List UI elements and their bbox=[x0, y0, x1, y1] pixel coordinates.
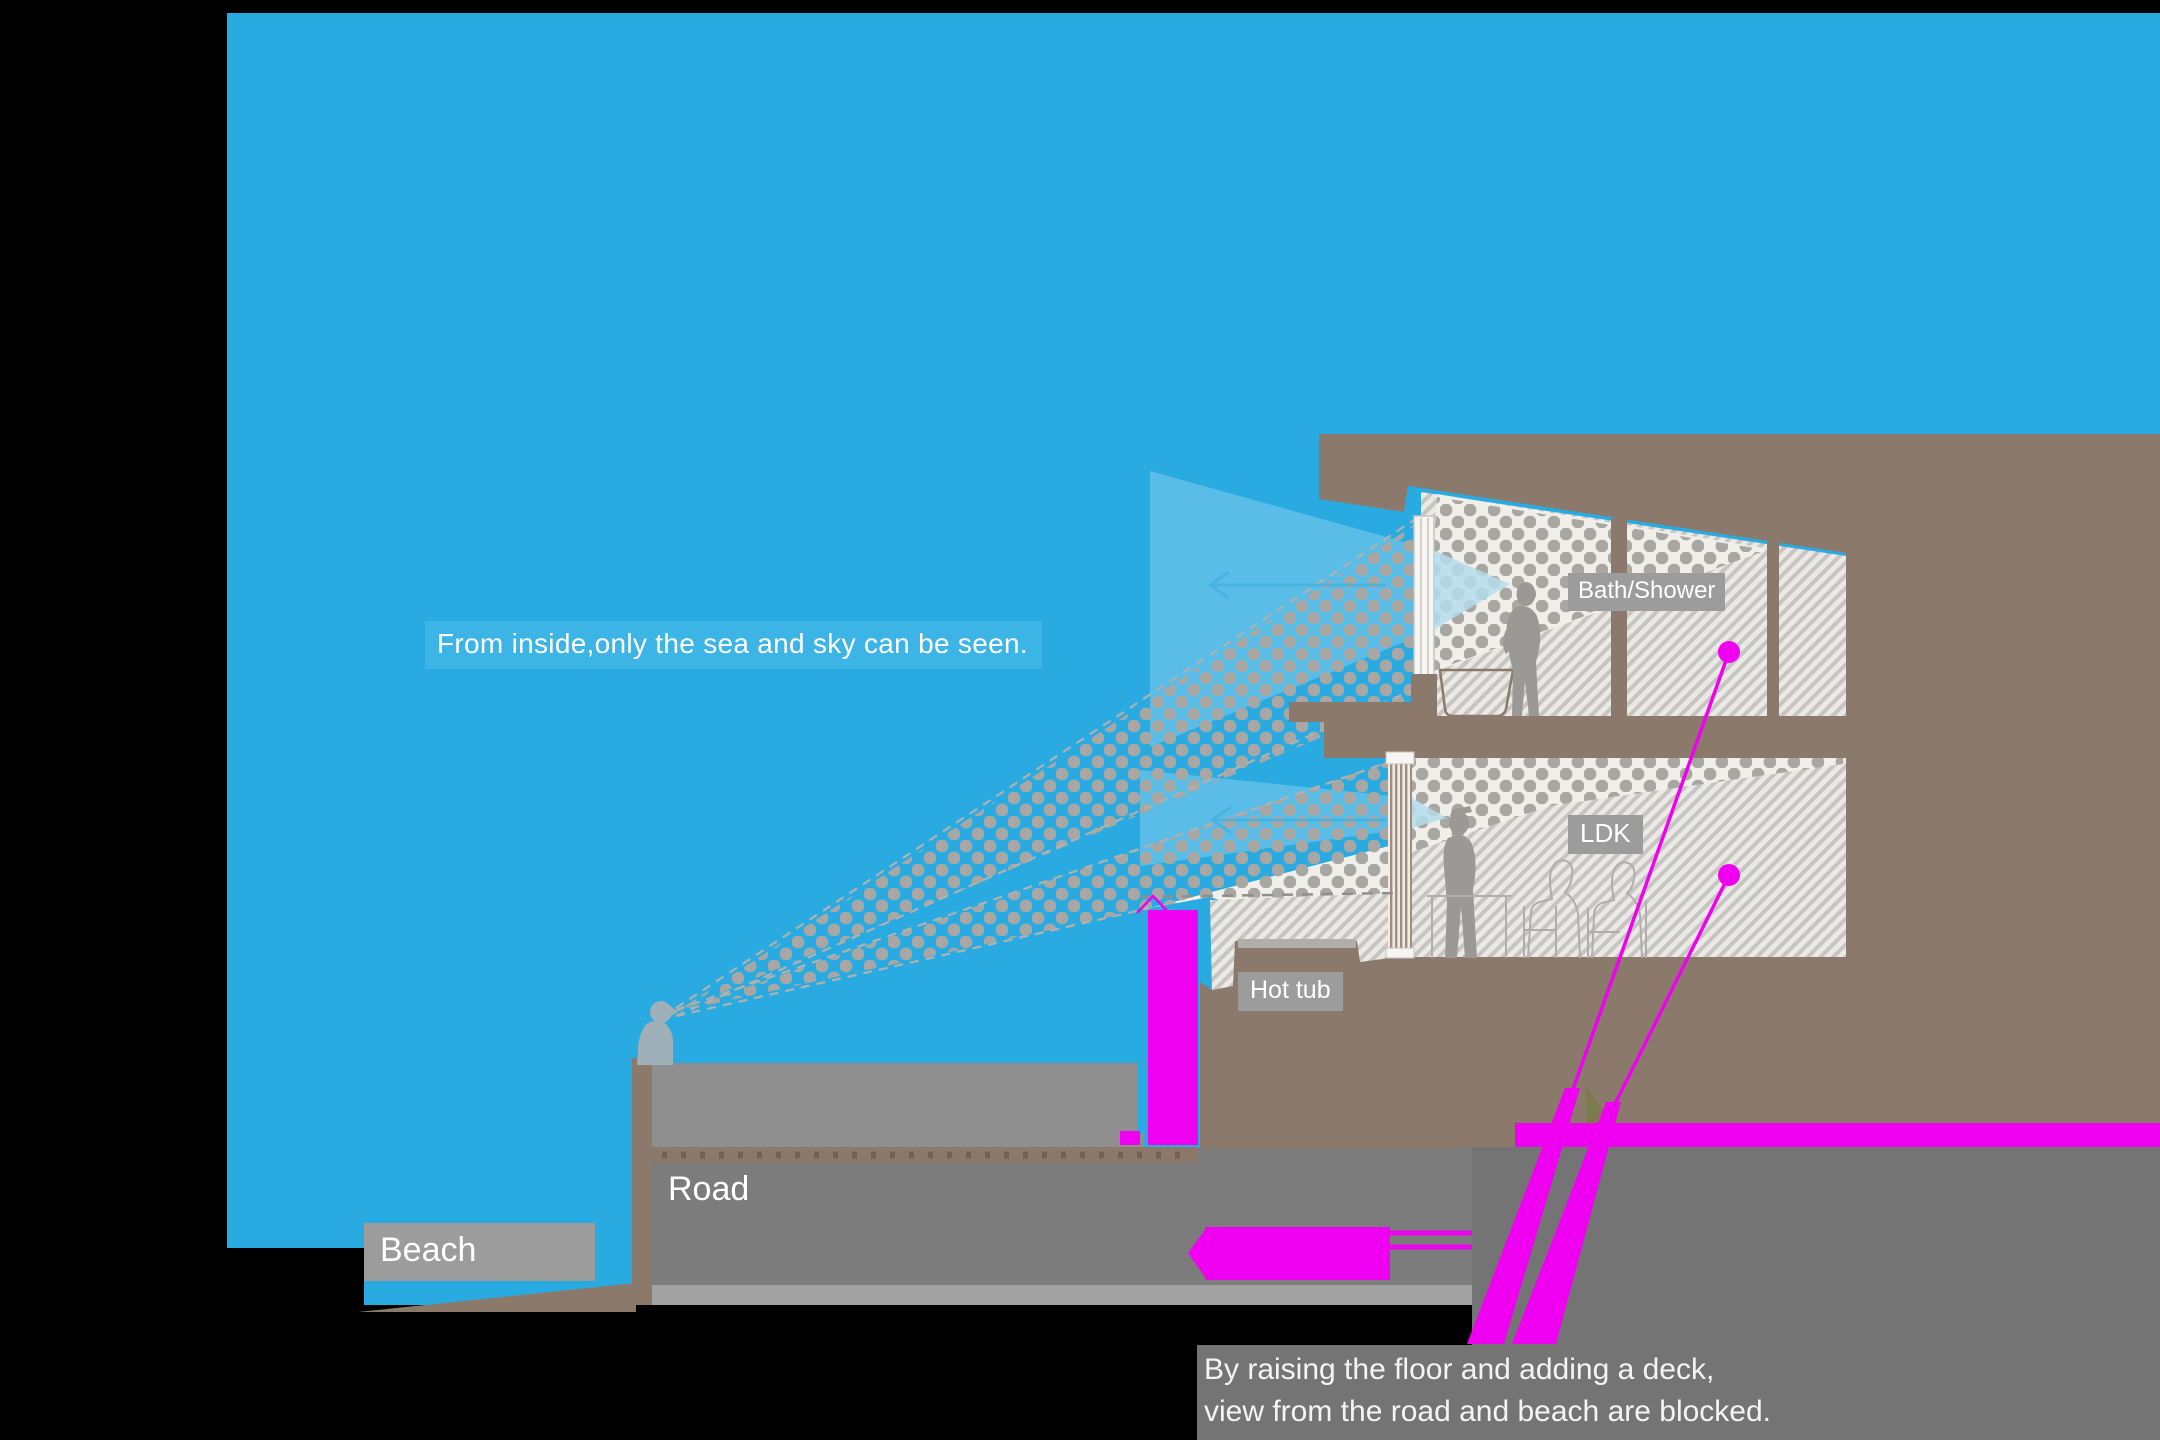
leader-dot-lower bbox=[1718, 864, 1740, 886]
lower-view-arrow-icon bbox=[1211, 805, 1386, 835]
ldk-window-louver bbox=[1385, 751, 1415, 959]
leader-lines bbox=[1467, 641, 1740, 1344]
bath-window bbox=[1411, 515, 1437, 718]
deck-screen-wall bbox=[1148, 910, 1198, 1145]
road-embankment bbox=[652, 1163, 1197, 1285]
road-person bbox=[637, 1001, 678, 1065]
deck-screen-foot bbox=[1120, 1131, 1140, 1145]
deck-screen-tip bbox=[1136, 894, 1170, 914]
deck-screen-glass bbox=[1137, 913, 1148, 1133]
bath-mullion-2 bbox=[1767, 528, 1779, 718]
upper-sight-cone bbox=[676, 510, 1437, 1012]
road-base-strip bbox=[652, 1285, 1472, 1305]
leader-dot-upper bbox=[1718, 641, 1740, 663]
bath-window-sill bbox=[1411, 674, 1437, 718]
road-retaining-wall bbox=[632, 1058, 654, 1308]
leader-wedge-1 bbox=[1467, 1088, 1580, 1344]
hot-tub-rim bbox=[1238, 939, 1356, 948]
upper-view-arrow-icon bbox=[1209, 570, 1386, 600]
beach-label: Beach bbox=[364, 1223, 595, 1281]
hot-tub-sight-line bbox=[1141, 891, 1398, 899]
deck-annotation-line1: By raising the floor and adding a deck, bbox=[1204, 1353, 1715, 1386]
bath-shower-label: Bath/Shower bbox=[1568, 573, 1726, 611]
inside-view-annotation: From inside,only the sea and sky can be … bbox=[425, 621, 1042, 669]
road-soil-strip bbox=[652, 1147, 1197, 1163]
view-direction-arrows bbox=[1209, 570, 1386, 835]
ldk-inside-cone bbox=[1412, 798, 1447, 828]
deck-annotation-line2: view from the road and beach are blocked… bbox=[1204, 1395, 1771, 1428]
raised-floor-block bbox=[1205, 1227, 1390, 1280]
deck-highlights bbox=[1120, 894, 2160, 1280]
bath-mullion-1 bbox=[1611, 518, 1627, 718]
road-label: Road bbox=[668, 1170, 750, 1208]
roof-and-rear-mass bbox=[1319, 434, 2160, 1123]
podium-ground bbox=[1200, 941, 1846, 1148]
road-view-cones bbox=[675, 510, 1437, 1018]
hot-tub-label: Hot tub bbox=[1238, 972, 1343, 1011]
bathtub bbox=[1438, 668, 1515, 718]
ldk-label: LDK bbox=[1568, 815, 1643, 854]
bath-person bbox=[1502, 582, 1541, 716]
caption-panel bbox=[1197, 1345, 2160, 1440]
sight-cone-edges bbox=[675, 519, 1423, 1018]
bath-inside-cone bbox=[1433, 550, 1510, 630]
deck-board bbox=[1515, 1123, 2160, 1147]
ldk-sky-wedge-dots bbox=[1412, 758, 1843, 852]
road-surface bbox=[652, 1063, 1144, 1148]
beach-slope bbox=[358, 1283, 636, 1312]
raised-floor-tip bbox=[1188, 1230, 1205, 1277]
leader-wedge-2 bbox=[1512, 1102, 1621, 1344]
deck-annotation: By raising the floor and adding a deck, … bbox=[1204, 1349, 1771, 1433]
dining-set-outline bbox=[1427, 859, 1647, 959]
